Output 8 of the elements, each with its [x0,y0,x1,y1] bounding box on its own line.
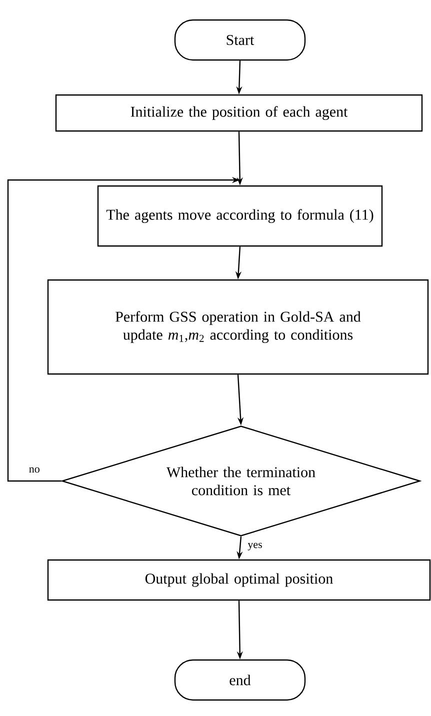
process-box: Perform GSS operation in Gold-SA and update m$_{1}$,m$_{2}$ according to conditions [47,279,429,375]
process-box: Initialize the position of each agent [55,94,423,132]
process-box: The agents move according to formula (11) [97,185,383,247]
edge-label: no [28,466,41,474]
terminal-pill: Start [174,19,306,61]
process-box: Output global optimal position [47,559,431,601]
edge-label: yes [246,542,264,552]
terminal-pill: end [174,659,306,701]
